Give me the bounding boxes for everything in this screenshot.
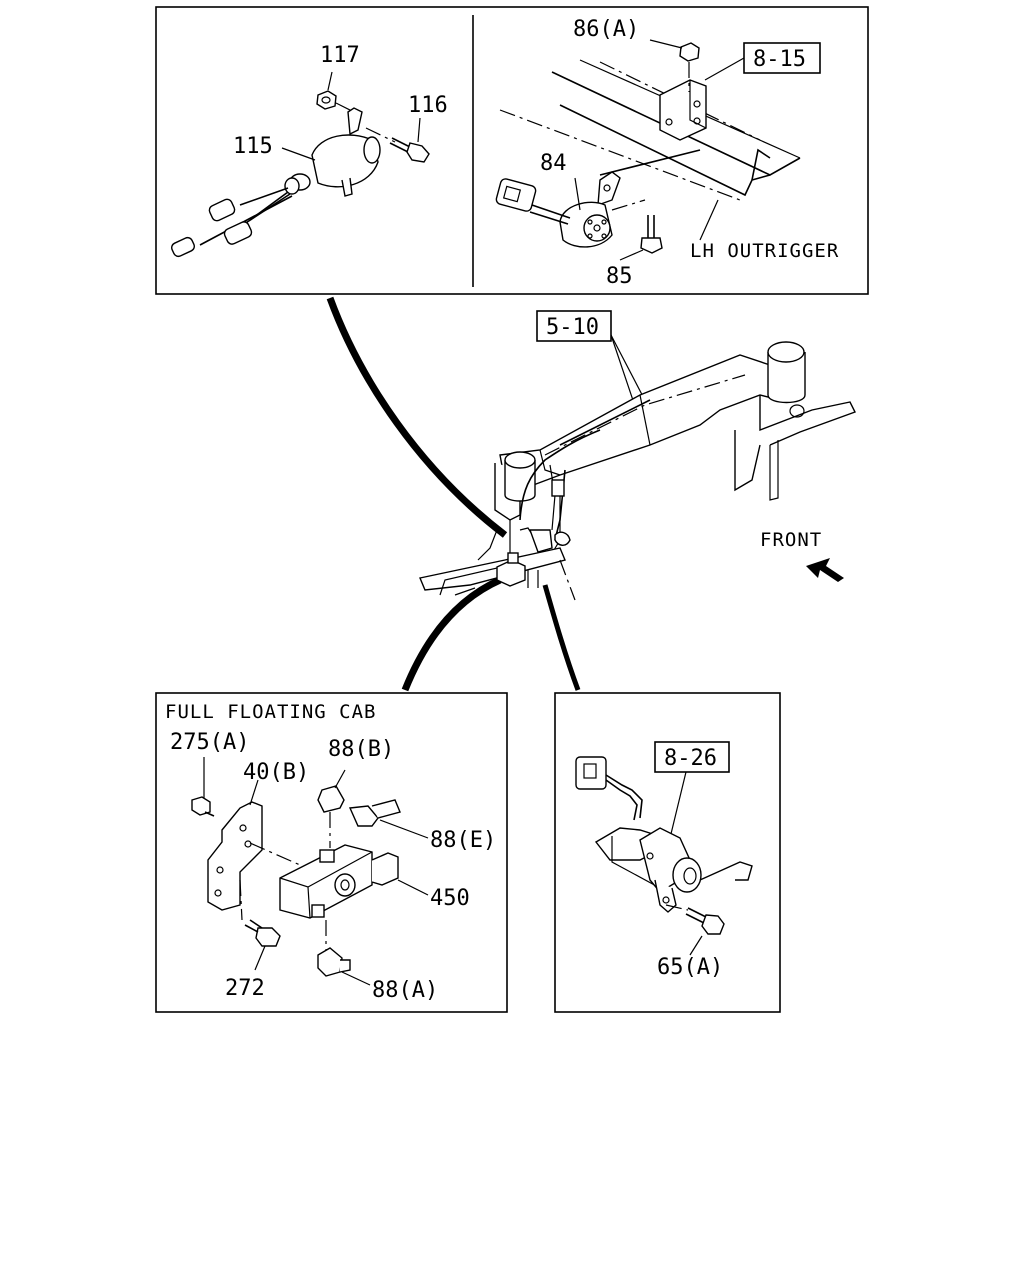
cab-frame-assembly: 5-10 [419, 310, 856, 601]
sensor-8-26 [594, 827, 753, 913]
connector-plug [575, 756, 643, 821]
front-arrow-icon [806, 558, 844, 582]
bracket-8-15 [659, 79, 707, 141]
full-floating-cab-title: FULL FLOATING CAB [165, 701, 376, 723]
bottom-right-panel: 8-26 65(A) [554, 692, 781, 1013]
fitting-88b [317, 769, 346, 848]
label-275a: 275(A) [170, 730, 249, 755]
nut-117 [316, 90, 337, 110]
label-front: FRONT [760, 529, 822, 551]
label-lh-outrigger: LH OUTRIGGER [690, 240, 839, 262]
ref-box-5-10 [536, 310, 612, 342]
label-88b: 88(B) [328, 737, 394, 762]
leader-arc-top [326, 296, 508, 538]
label-40b: 40(B) [243, 760, 309, 785]
label-5-10: 5-10 [546, 315, 599, 340]
top-panel: 117 116 115 [155, 6, 869, 295]
leader-arc-bottom-left [401, 576, 502, 692]
label-86a: 86(A) [573, 17, 639, 42]
label-8-26: 8-26 [664, 746, 717, 771]
bolt-275a [191, 757, 215, 817]
bolt-116 [389, 137, 430, 163]
label-65a: 65(A) [657, 955, 723, 980]
switch-assembly-115 [171, 90, 430, 258]
ref-box-8-26 [654, 741, 730, 773]
valve-450 [279, 844, 399, 919]
label-115: 115 [233, 134, 273, 159]
bolt-85 [640, 215, 663, 254]
bolt-272 [244, 919, 281, 971]
sensor-84 [495, 171, 621, 248]
label-88e: 88(E) [430, 828, 496, 853]
bottom-left-panel: FULL FLOATING CAB [155, 692, 508, 1013]
label-450: 450 [430, 886, 470, 911]
bolt-65a [665, 904, 725, 956]
nut-86a [679, 42, 700, 62]
label-85: 85 [606, 264, 633, 289]
fitting-88a [317, 920, 371, 986]
lh-outrigger [499, 59, 801, 201]
label-116: 116 [408, 93, 448, 118]
label-88a: 88(A) [372, 978, 438, 1003]
fitting-88e [348, 799, 429, 839]
label-8-15: 8-15 [753, 47, 806, 72]
label-117: 117 [320, 43, 360, 68]
leader-arc-bottom-right [542, 584, 581, 691]
label-272: 272 [225, 976, 265, 1001]
label-84: 84 [540, 151, 567, 176]
